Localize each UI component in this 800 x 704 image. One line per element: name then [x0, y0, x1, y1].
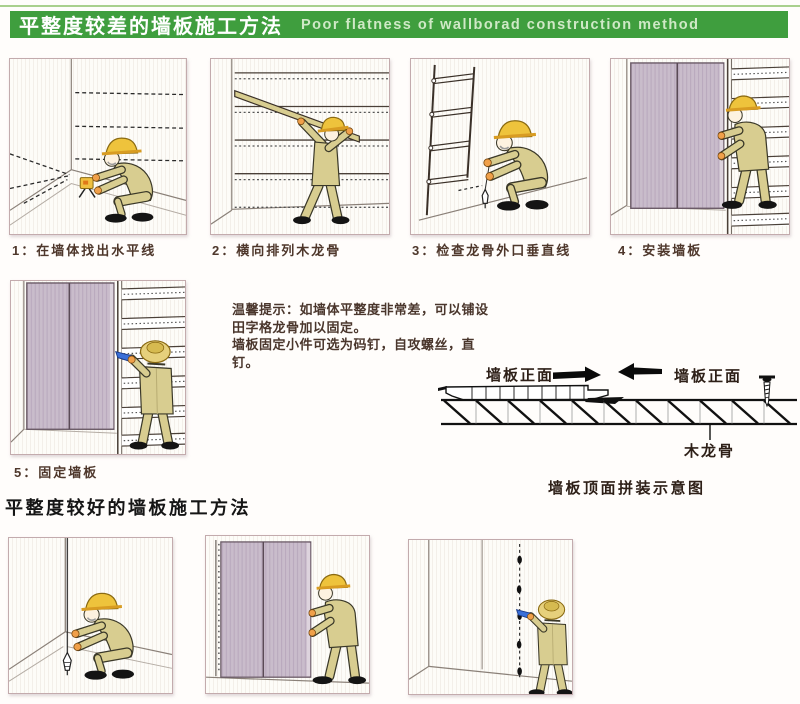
wallboard-panels: [630, 62, 725, 209]
step5-illustration-fix-wallboard: [11, 281, 185, 454]
page-title-english: Poor flatness of wallborad construction …: [301, 16, 700, 33]
wood-keel-bar: [441, 398, 797, 426]
step2-illustration-arrange-keels: [211, 59, 389, 234]
arrow-right-icon: [553, 366, 601, 382]
worker-figure: [309, 575, 366, 685]
horizontal-keel-strips: [234, 72, 389, 208]
worker-figure: [92, 138, 153, 223]
diagram-keel-label: 木龙骨: [684, 443, 736, 460]
step3-illustration-check-plumb: [418, 64, 588, 221]
step1-illustration-find-level-line: [10, 59, 186, 226]
header-banner: 平整度较差的墙板施工方法 Poor flatness of wallborad …: [10, 11, 788, 38]
step4-caption: 4：安装墙板: [618, 243, 703, 258]
good-method-illustration-install-panel: [206, 539, 369, 693]
level-dashed-lines: [10, 91, 186, 204]
good-method-panel-2: [205, 535, 370, 694]
diagram-label-right: 墙板正面: [674, 368, 743, 385]
step3-caption: 3：检查龙骨外口垂直线: [412, 243, 572, 258]
worker-figure: [293, 117, 353, 224]
step4-illustration-install-wallboard: [611, 59, 789, 234]
wallboard-cross-section: [438, 384, 624, 404]
good-method-panel-1: [8, 537, 173, 694]
step2-panel: [210, 58, 390, 235]
step1-caption: 1：在墙体找出水平线: [12, 243, 157, 258]
page-title: 平整度较差的墙板施工方法: [19, 16, 283, 38]
section2-title: 平整度较好的墙板施工方法: [5, 498, 251, 518]
plumb-line: [458, 165, 490, 209]
wallboard-panels: [26, 282, 115, 430]
laser-level-device: [78, 177, 96, 198]
top-accent-line: [0, 5, 800, 7]
arrow-left-icon: [618, 363, 662, 380]
screw-icon: [759, 375, 775, 408]
step3-panel: [410, 58, 590, 235]
tip-line-3: 墙板固定小件可选为码钉，自攻螺丝，直钉。: [232, 337, 476, 370]
keel-frame: [425, 64, 476, 216]
step5-caption: 5：固定墙板: [14, 465, 99, 480]
top-assembly-diagram: [438, 363, 797, 440]
worker-figure-with-drill: [517, 600, 572, 694]
step2-caption: 2：横向排列木龙骨: [212, 243, 342, 258]
good-method-illustration-plumb-corner: [9, 538, 172, 682]
diagram-label-left: 墙板正面: [486, 367, 555, 384]
good-method-illustration-fix-clips: [409, 540, 572, 694]
wallboard-panels: [220, 541, 312, 678]
worker-figure: [72, 593, 134, 679]
fixing-clips: [516, 555, 522, 676]
tip-line-1: 温馨提示：如墙体平整度非常差，可以铺设: [232, 302, 489, 317]
step5-panel: [10, 280, 186, 455]
step4-panel: [610, 58, 790, 235]
tip-line-2: 田字格龙骨加以固定。: [232, 319, 368, 335]
good-method-panel-3: [408, 539, 573, 695]
worker-figure: [484, 121, 549, 211]
tip-text: 温馨提示：如墙体平整度非常差，可以铺设 田字格龙骨加以固定。 墙板固定小件可选为…: [232, 301, 494, 371]
step1-panel: [9, 58, 187, 235]
plumb-line: [62, 538, 72, 676]
diagram-caption: 墙板顶面拼装示意图: [548, 480, 706, 497]
